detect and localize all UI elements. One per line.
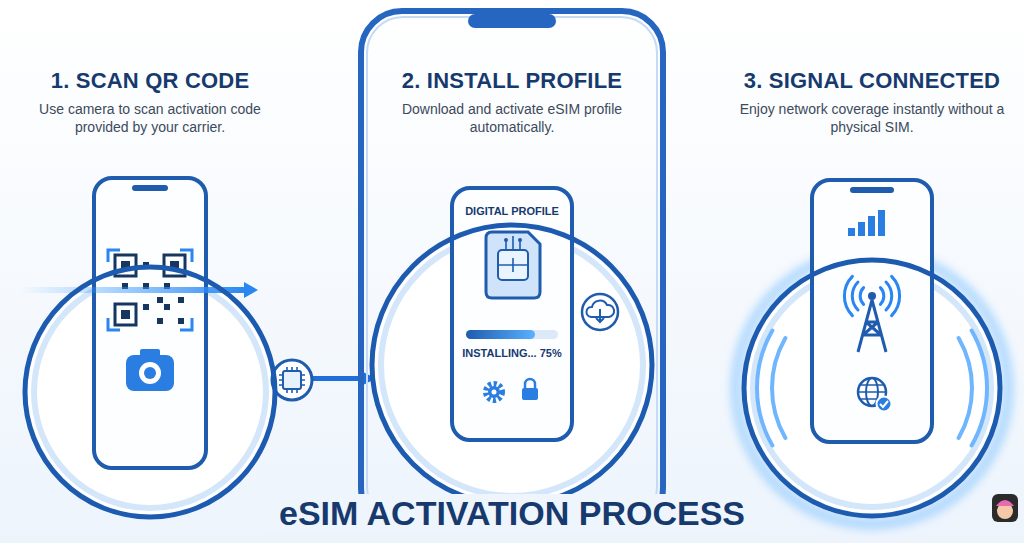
install-phone [492,390,497,395]
signal-phone [858,300,886,352]
step-description: Download and activate eSIM profile autom… [392,100,632,136]
qr-code [143,304,149,310]
avatar-icon [996,500,1014,506]
qr-code [178,318,184,324]
install-phone [504,238,508,242]
step-heading: 2. INSTALL PROFILE [364,68,660,94]
scan-phone [139,362,161,384]
step-description: Use camera to scan activation code provi… [19,100,281,136]
phone-frame: DIGITAL PROFILE INSTALLING... 75% 2. INSTA… [358,8,666,532]
scan-phone [144,367,156,379]
scan-phone [244,282,258,298]
step-circle: 3. SIGNAL CONNECTED Enjoy network coverag… [724,60,1020,520]
chip-icon [283,371,301,389]
avatar-icon [992,494,1018,522]
step-description: Enjoy network coverage instantly without… [737,100,1007,136]
install-phone [486,232,540,298]
circle-outline [372,225,652,505]
diagram-title: eSIM ACTIVATION PROCESS [265,494,759,533]
signal-phone [757,331,987,446]
qr-code [121,310,130,319]
signal-phone [880,401,888,407]
step-heading: 1. SCAN QR CODE [10,68,290,94]
circle-ground [753,269,991,507]
signal-phone [757,180,987,446]
frame-decoration [468,14,556,28]
install-phone [522,388,538,400]
signal-phone [868,292,876,300]
install-phone [525,379,535,388]
scan-phone [20,287,246,293]
install-phone [518,238,522,242]
scan-phone [94,178,206,468]
signal-phone [877,397,892,412]
install-phone [596,309,604,322]
circle-ground [744,260,1000,516]
install-phone [498,236,528,272]
screen-label: DIGITAL PROFILE [450,205,574,217]
install-phone [582,294,618,330]
install-phone [488,386,500,398]
scan-phone [20,178,258,468]
signal-phone [878,210,885,236]
chip-icon [279,367,305,393]
chip-icon [272,360,312,400]
signal-phone [868,216,875,236]
qr-code [164,304,170,310]
step-circle: DIGITAL PROFILE INSTALLING... 75% [364,188,660,516]
signal-phone [812,180,932,442]
scan-phone [126,355,174,391]
qr-code [178,297,184,303]
chip-icon [272,360,312,400]
step-heading: 3. SIGNAL CONNECTED [724,68,1020,94]
circle-outline [25,267,275,517]
install-phone [486,384,502,400]
step-circle: 1. SCAN QR CODE Use camera to scan activa… [10,60,290,520]
avatar-icon [992,494,1018,522]
qr-code [157,318,163,324]
circle-ground [736,252,1008,524]
signal-phone [858,222,865,236]
screen-label: INSTALLING... 75% [450,347,574,359]
qr-code [115,304,136,325]
circle-outline [744,260,1000,516]
signal-phone [844,276,899,315]
install-phone [466,330,558,339]
qr-code [157,297,163,303]
signal-phone [850,187,894,193]
signal-phone [848,228,855,236]
install-phone [466,330,535,339]
scan-phone [132,185,168,191]
